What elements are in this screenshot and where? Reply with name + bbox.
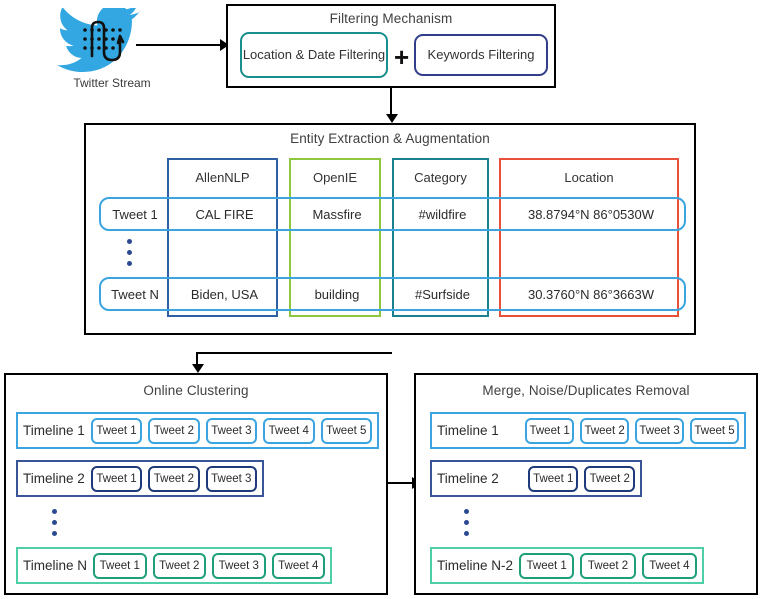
entity-extraction-title: Entity Extraction & Augmentation [290,131,490,146]
location-date-filtering-label: Location & Date Filtering [242,46,386,62]
cell-category-n: #Surfside [415,286,470,302]
tweet-chip[interactable]: Tweet 1 [527,465,579,492]
merge-timeline-label-n2: Timeline N-2 [437,558,514,573]
tweet-chip[interactable]: Tweet 3 [212,552,266,579]
column-category: Category [392,158,489,317]
timeline-row-n[interactable]: Timeline N Tweet 1 Tweet 2 Tweet 3 Tweet… [16,547,332,584]
entity-extraction-panel: Entity Extraction & Augmentation AllenNL… [84,123,696,335]
cell-allennlp-1: CAL FIRE [195,206,254,222]
table-row [99,277,686,311]
connector-filter-to-entity [390,88,392,118]
tweet-chip[interactable]: Tweet 1 [525,417,575,444]
merge-timeline-label-2: Timeline 2 [437,471,499,486]
tweet-chip[interactable]: Tweet 4 [263,417,315,444]
location-date-filtering-box[interactable]: Location & Date Filtering [240,32,388,78]
tweet-chip[interactable]: Tweet 2 [152,552,207,579]
cell-location-n: 30.3760°N 86°3663W [527,286,655,302]
row-id-tweet-1: Tweet 1 [112,206,158,222]
connector-source-to-filter [136,44,222,46]
timeline-row-2[interactable]: Timeline 2 Tweet 1 Tweet 2 Tweet 3 [16,460,264,497]
filtering-mechanism-title: Filtering Mechanism [329,11,453,26]
merge-removal-title: Merge, Noise/Duplicates Removal [482,383,690,398]
row-id-tweet-n: Tweet N [111,286,159,302]
online-clustering-title: Online Clustering [143,383,249,398]
keywords-filtering-box[interactable]: Keywords Filtering [414,34,548,76]
connector-entity-to-clustering-v [196,352,198,368]
vertical-ellipsis-icon [464,509,471,542]
timeline-row-1[interactable]: Timeline 1 Tweet 1 Tweet 2 Tweet 3 Tweet… [16,412,379,449]
tweet-chip[interactable]: Tweet 4 [271,552,326,579]
vertical-ellipsis-icon [127,239,134,272]
column-location: Location [499,158,679,317]
merge-timeline-row-1[interactable]: Timeline 1 Tweet 1 Tweet 2 Tweet 3 Tweet… [430,412,746,449]
tweet-chip[interactable]: Tweet 1 [519,552,575,579]
tweet-chip[interactable]: Tweet 3 [205,417,258,444]
keywords-filtering-label: Keywords Filtering [427,46,535,62]
tweet-chip[interactable]: Tweet 2 [580,552,636,579]
tweet-chip[interactable]: Tweet 5 [320,417,372,444]
merge-timeline-row-2[interactable]: Timeline 2 Tweet 1 Tweet 2 [430,460,642,497]
arrowhead-entity-to-clustering [192,364,204,373]
tweet-chip[interactable]: Tweet 2 [148,417,200,444]
timeline-label-n: Timeline N [23,558,88,573]
cell-openie-1: Massfire [312,206,362,222]
tweet-chip[interactable]: Tweet 2 [148,465,200,492]
arrowhead-source-to-filter [220,39,229,51]
twitter-stream-label: Twitter Stream [73,76,151,90]
timeline-label-1: Timeline 1 [23,423,85,438]
connector-clustering-to-merge [388,482,415,484]
filtering-mechanism-panel: Filtering Mechanism Location & Date Filt… [226,4,556,88]
cell-allennlp-n: Biden, USA [190,286,259,302]
column-allennlp: AllenNLP [167,158,278,317]
twitter-stream-source: Twitter Stream [52,4,172,94]
tweet-chip[interactable]: Tweet 4 [641,552,698,579]
merge-removal-panel: Merge, Noise/Duplicates Removal Timeline… [414,373,758,595]
column-header-allennlp: AllenNLP [195,170,250,185]
connector-entity-to-clustering-h [196,352,392,354]
cell-location-1: 38.8794°N 86°0530W [527,206,655,222]
vertical-ellipsis-icon [52,509,59,542]
merge-timeline-label-1: Timeline 1 [437,423,499,438]
merge-timeline-row-n2[interactable]: Timeline N-2 Tweet 1 Tweet 2 Tweet 4 [430,547,704,584]
column-header-category: Category [414,170,467,185]
column-header-openie: OpenIE [312,170,358,185]
tweet-chip[interactable]: Tweet 2 [584,465,635,492]
online-clustering-panel: Online Clustering Timeline 1 Tweet 1 Twe… [4,373,388,595]
cell-category-1: #wildfire [418,206,467,222]
column-header-location: Location [564,170,614,185]
cell-openie-n: building [314,286,360,302]
plus-operator-icon: + [394,42,410,72]
tweet-chip[interactable]: Tweet 3 [205,465,257,492]
column-openie: OpenIE [289,158,381,317]
timeline-label-2: Timeline 2 [23,471,85,486]
arrowhead-filter-to-entity [386,114,398,123]
tweet-chip[interactable]: Tweet 3 [635,417,685,444]
twitter-bird-stream-icon [56,4,141,72]
tweet-chip[interactable]: Tweet 1 [90,465,143,492]
tweet-chip[interactable]: Tweet 1 [93,552,147,579]
table-row [99,197,686,231]
tweet-chip[interactable]: Tweet 5 [690,417,740,444]
tweet-chip[interactable]: Tweet 1 [90,417,143,444]
tweet-chip[interactable]: Tweet 2 [580,417,630,444]
